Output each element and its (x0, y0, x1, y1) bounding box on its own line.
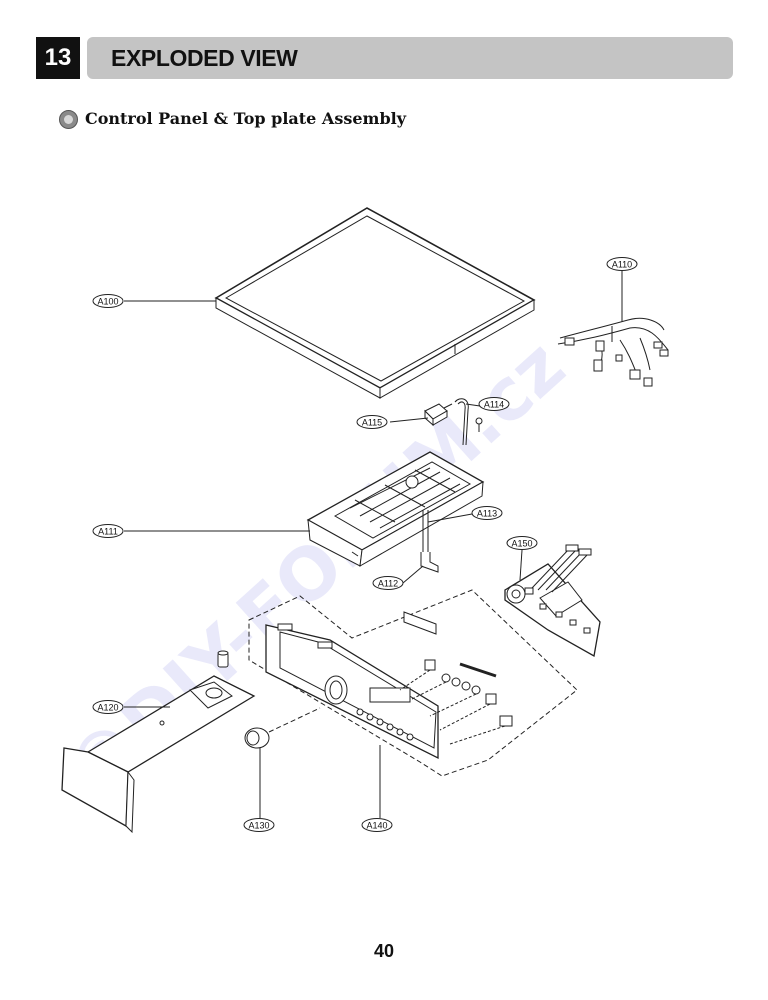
label-a111: A111 (92, 524, 124, 538)
screw-part (475, 417, 483, 432)
valve-part (424, 403, 453, 427)
svg-text:A113: A113 (477, 509, 497, 519)
svg-text:A115: A115 (362, 418, 382, 428)
label-a150: A150 (506, 536, 538, 550)
svg-text:A114: A114 (484, 400, 504, 410)
leader-lines (124, 271, 623, 818)
label-a130: A130 (243, 818, 275, 832)
part-labels: A100 A110 A111 A112 A113 A114 A115 A120 (92, 257, 638, 832)
control-panel-part (265, 623, 439, 760)
section-number: 13 (36, 37, 80, 79)
svg-text:A100: A100 (97, 297, 118, 307)
label-a112: A112 (372, 576, 404, 590)
elbow-connector-part (420, 552, 439, 573)
svg-text:A120: A120 (97, 703, 118, 713)
knob-part (244, 707, 321, 749)
label-a114: A114 (478, 397, 510, 411)
button-set-part (399, 611, 513, 745)
hose-part (454, 398, 469, 446)
svg-text:A150: A150 (511, 539, 532, 549)
svg-text:A130: A130 (248, 821, 269, 831)
bullet-icon-inner (64, 115, 73, 124)
assembly-boundary (248, 589, 578, 777)
label-a115: A115 (356, 415, 388, 429)
svg-text:A140: A140 (366, 821, 387, 831)
svg-text:A112: A112 (378, 579, 398, 589)
label-a110: A110 (606, 257, 638, 271)
header-bar (87, 37, 733, 79)
svg-text:A111: A111 (98, 527, 118, 537)
dispenser-housing-part (306, 451, 485, 567)
svg-text:A110: A110 (612, 260, 632, 270)
tube-part (422, 510, 429, 552)
section-subheading: Control Panel & Top plate Assembly (85, 109, 406, 128)
label-a120: A120 (92, 700, 124, 714)
label-a140: A140 (361, 818, 393, 832)
wiring-harness-part (557, 317, 669, 387)
siphon-cap-part (217, 650, 229, 668)
label-a113: A113 (471, 506, 503, 520)
page-title: EXPLODED VIEW (111, 44, 298, 71)
label-a100: A100 (92, 294, 124, 308)
page-number: 40 (373, 941, 395, 961)
top-plate-part (214, 207, 536, 399)
detergent-drawer-part (61, 675, 256, 834)
pcb-part (504, 544, 601, 658)
